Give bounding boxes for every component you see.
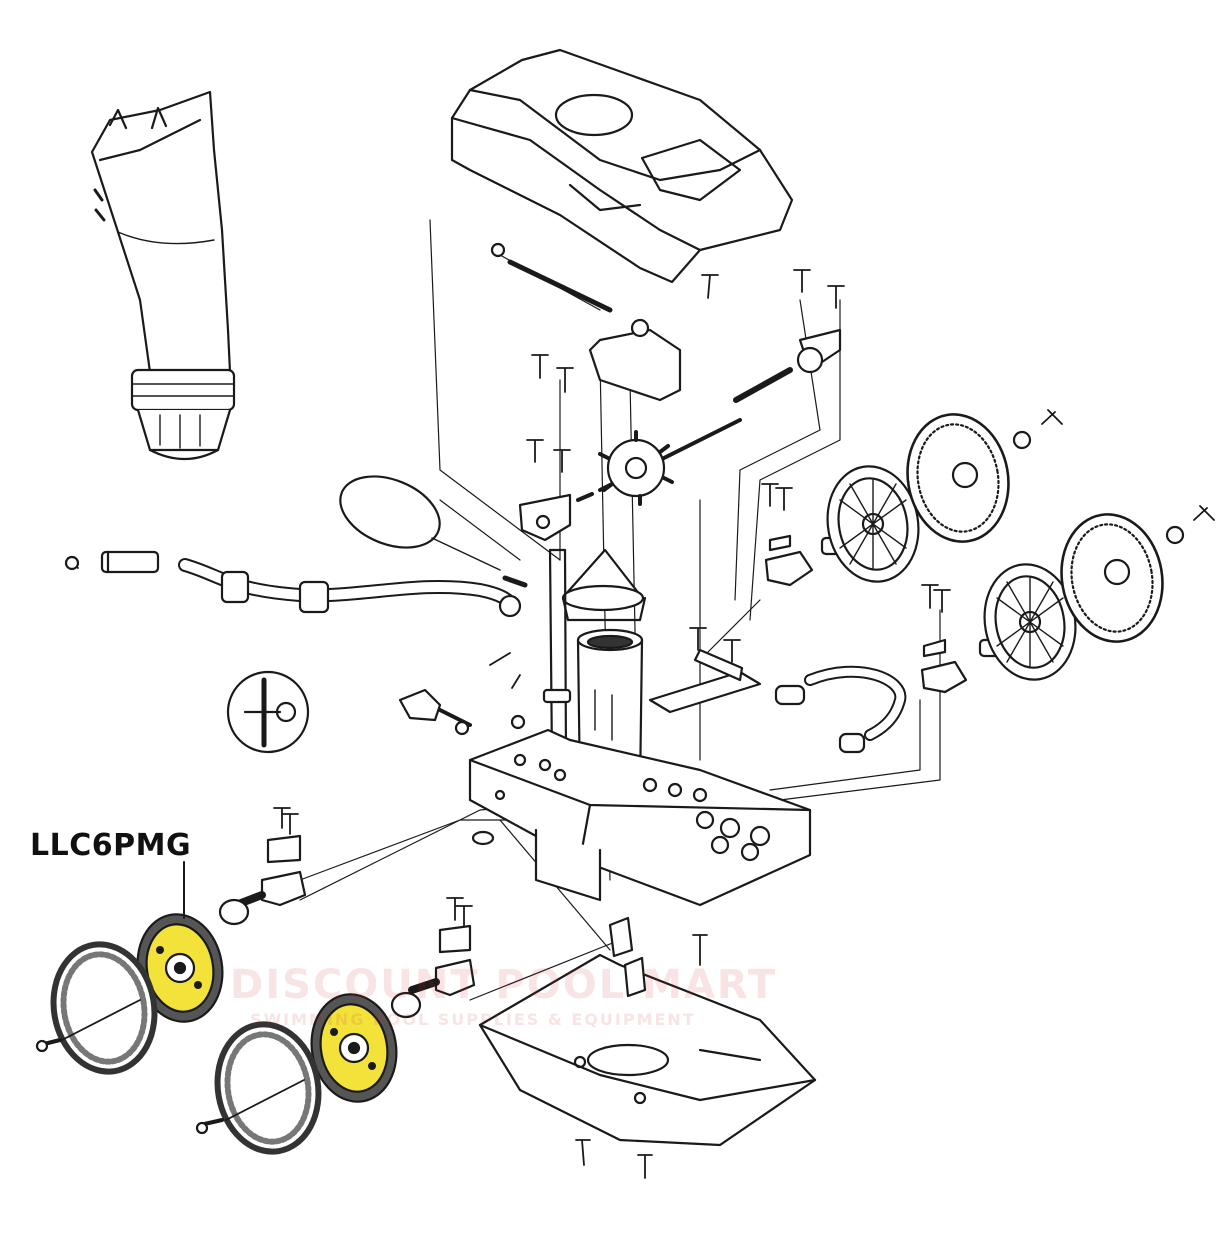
gear-bracket: [518, 492, 594, 542]
hose-assembly: [64, 550, 528, 618]
highlighted-wheel-upper-tire: [35, 941, 158, 1075]
wheel-upper-right-hub: [826, 465, 920, 583]
watermark-main-text: DISCOUNT POOL MART: [230, 962, 778, 1008]
debris-bag: [90, 90, 236, 460]
bottom-skirt: [478, 916, 817, 1147]
part-number-label: LLC6PMG: [30, 828, 192, 863]
wheel-bracket-lower-right: [920, 638, 1004, 694]
vertical-pipe: [542, 548, 572, 762]
watermark: DISCOUNT POOL MART SWIMMING POOL SUPPLIE…: [220, 962, 775, 1042]
wheel-lower-right-tire: [1060, 513, 1185, 643]
pin-inset-circle: [226, 670, 310, 754]
highlighted-wheel-lower-hub: [310, 993, 398, 1103]
upper-bracket-shaft: [490, 242, 842, 403]
watermark-sub-text: SWIMMING POOL SUPPLIES & EQUIPMENT: [250, 1010, 696, 1029]
flap-bracket: [648, 648, 762, 714]
wheel-upper-right-tire: [906, 413, 1032, 543]
float: [339, 475, 501, 571]
clip-assembly: [398, 688, 526, 846]
elbow-hose: [774, 665, 907, 754]
top-cover: [450, 48, 794, 284]
highlighted-wheel-lower-tire: [195, 1021, 322, 1155]
wheel-bracket-upper-left: [218, 834, 307, 926]
highlighted-wheel-upper-hub: [136, 913, 224, 1023]
wheel-lower-right-hub: [983, 563, 1077, 681]
wheel-bracket-lower-left: [390, 924, 476, 1019]
base-chassis: [468, 728, 812, 907]
drive-gear: [598, 418, 742, 506]
